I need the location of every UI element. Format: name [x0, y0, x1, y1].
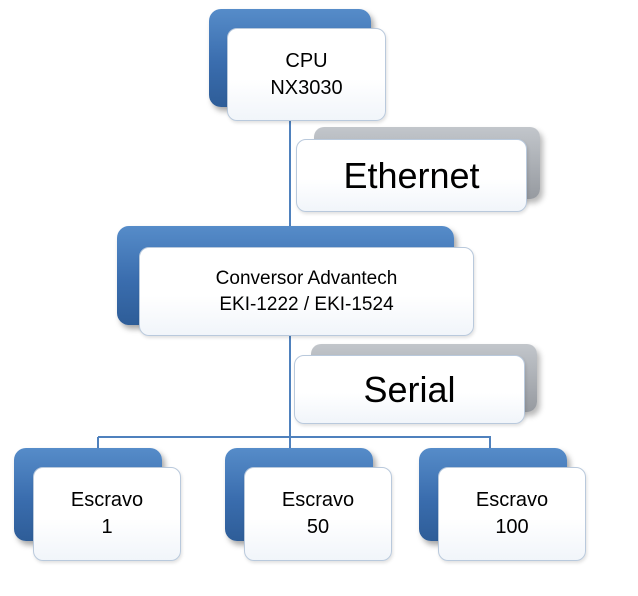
node-escravo-100-label-line1: Escravo: [475, 489, 549, 511]
node-escravo-50-label-line2: 50: [306, 516, 330, 538]
node-cpu-label-line1: CPU: [285, 49, 328, 72]
node-escravo-50: Escravo 50: [244, 467, 392, 561]
label-ethernet: Ethernet: [296, 139, 527, 212]
node-escravo-1: Escravo 1: [33, 467, 181, 561]
connector-branch-horizontal: [98, 436, 491, 438]
node-cpu-label-line2: NX3030: [270, 76, 343, 99]
node-conversor-label-line2: EKI-1222 / EKI-1524: [219, 293, 394, 315]
node-escravo-100: Escravo 100: [438, 467, 586, 561]
label-serial: Serial: [294, 355, 525, 424]
connector-conversor-down: [289, 335, 291, 468]
connector-cpu-to-conversor: [289, 121, 291, 248]
node-escravo-1-label-line2: 1: [101, 516, 113, 538]
node-escravo-1-label-line1: Escravo: [70, 489, 144, 511]
node-conversor-label-line1: Conversor Advantech: [215, 267, 398, 289]
label-ethernet-text: Ethernet: [343, 154, 480, 196]
node-escravo-100-label-line2: 100: [495, 516, 529, 538]
label-serial-text: Serial: [363, 368, 456, 410]
node-cpu: CPU NX3030: [227, 28, 386, 121]
node-conversor: Conversor Advantech EKI-1222 / EKI-1524: [139, 247, 474, 336]
node-escravo-50-label-line1: Escravo: [281, 489, 355, 511]
